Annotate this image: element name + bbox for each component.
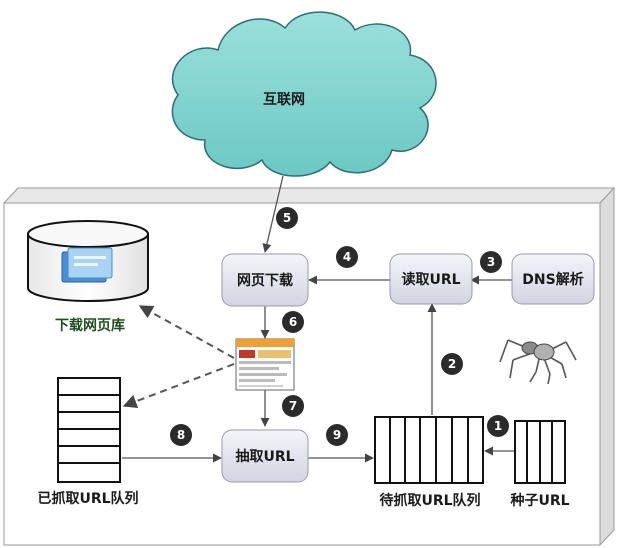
node-dns-resolve: DNS解析: [511, 253, 595, 305]
step-badge-5: 5: [276, 207, 298, 229]
node-read-url: 读取URL: [389, 253, 473, 305]
step-badges: 1 2 3 4 5 6 7 8 9: [170, 207, 509, 446]
step-badge-3: 3: [480, 251, 502, 273]
step-badge-9-number: 9: [333, 428, 341, 442]
web-page-icon: [235, 338, 295, 391]
step-badge-9: 9: [326, 424, 348, 446]
step-badge-5-number: 5: [283, 211, 291, 225]
step-badge-1-number: 1: [494, 419, 502, 433]
database-icon: [27, 220, 149, 302]
seed-queue: [514, 420, 566, 484]
dashed-arrow-to-crawled: [122, 363, 235, 409]
node-page-download: 网页下载: [221, 253, 309, 307]
step-badge-1: 1: [487, 415, 509, 437]
page-download-label: 网页下载: [237, 272, 293, 289]
arrow-internet-to-download: [262, 175, 284, 253]
node-extract-url: 抽取URL: [221, 429, 309, 483]
step-badge-2-number: 2: [448, 357, 456, 371]
step-badge-6: 6: [282, 311, 304, 333]
connectors: [122, 175, 515, 463]
read-url-label: 读取URL: [401, 271, 460, 288]
downloaded-db-label: 下载网页库: [55, 317, 125, 334]
cloud-label: 互联网: [263, 92, 305, 108]
dashed-arrow-to-db: [138, 305, 235, 359]
step-badge-2: 2: [441, 353, 463, 375]
pending-queue-label: 待抓取URL队列: [379, 492, 480, 509]
step-badge-7: 7: [282, 395, 304, 417]
step-badge-3-number: 3: [487, 255, 495, 269]
step-badge-6-number: 6: [289, 315, 297, 329]
dns-resolve-label: DNS解析: [522, 271, 583, 288]
seed-url-label: 种子URL: [509, 492, 569, 509]
crawled-queue-label: 已抓取URL队列: [37, 490, 138, 507]
internet-cloud: 互联网: [171, 11, 437, 177]
step-badge-8: 8: [170, 424, 192, 446]
step-badge-4: 4: [336, 246, 358, 268]
step-badge-7-number: 7: [289, 399, 297, 413]
step-badge-4-number: 4: [343, 250, 351, 264]
crawled-queue: [57, 377, 121, 483]
spider-icon: [499, 339, 577, 385]
step-badge-8-number: 8: [177, 428, 185, 442]
pending-queue: [374, 416, 484, 484]
extract-url-label: 抽取URL: [235, 448, 294, 465]
